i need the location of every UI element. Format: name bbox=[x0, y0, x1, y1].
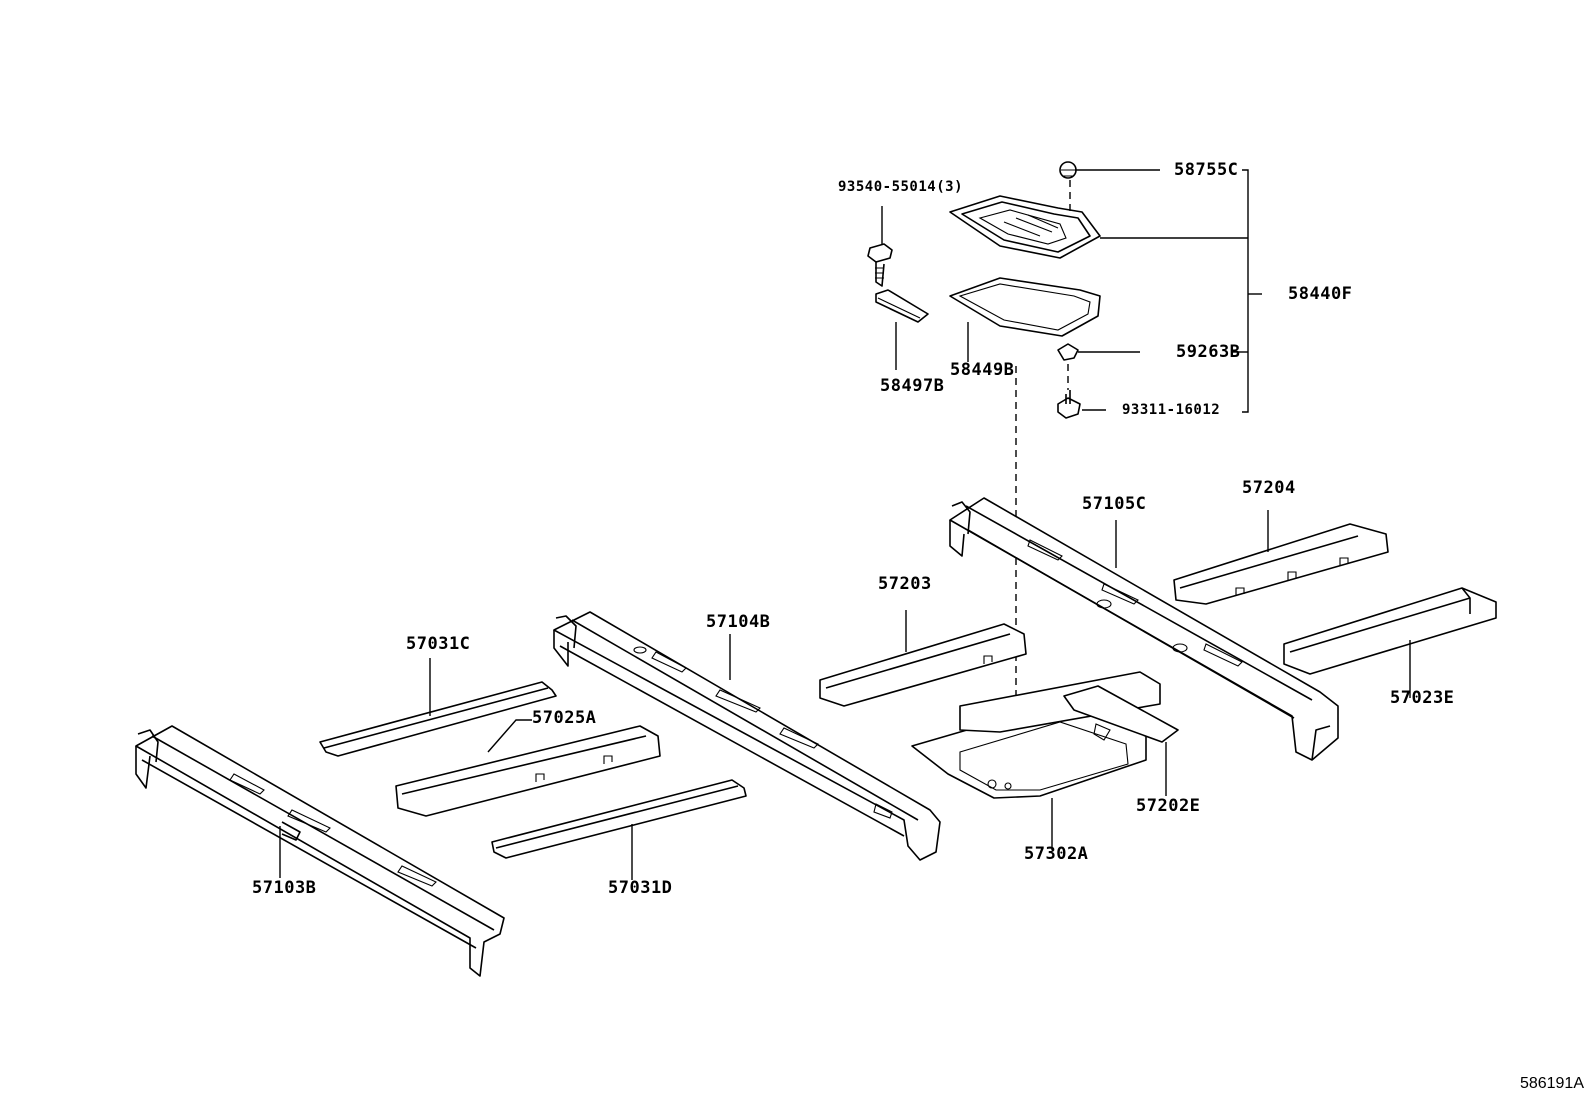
member-57025a bbox=[395, 725, 661, 817]
figure-id: 586191A bbox=[1519, 1075, 1584, 1092]
label-93311-16012: 93311-16012 bbox=[1122, 402, 1221, 418]
label-57302a: 57302A bbox=[1024, 844, 1089, 864]
screw-93540 bbox=[867, 243, 893, 287]
label-57203: 57203 bbox=[878, 574, 932, 594]
crossmember-57104b bbox=[553, 611, 941, 861]
label-57025a: 57025A bbox=[532, 708, 597, 728]
crossmember-57103b bbox=[135, 725, 505, 977]
member-57202e bbox=[1063, 685, 1179, 743]
label-57204: 57204 bbox=[1242, 478, 1296, 498]
member-57204 bbox=[1173, 523, 1389, 605]
label-58440f: 58440F bbox=[1288, 284, 1353, 304]
bolt-93311 bbox=[1057, 390, 1081, 419]
label-58497b: 58497B bbox=[880, 376, 945, 396]
clip-58497b bbox=[875, 289, 929, 323]
label-57202e: 57202E bbox=[1136, 796, 1201, 816]
panel-57302a bbox=[911, 671, 1161, 799]
plug-58755c bbox=[1059, 161, 1077, 179]
service-cover bbox=[949, 195, 1101, 259]
label-57105c: 57105C bbox=[1082, 494, 1147, 514]
member-57023e bbox=[1283, 587, 1497, 675]
label-57031c: 57031C bbox=[406, 634, 471, 654]
label-59263b: 59263B bbox=[1176, 342, 1241, 362]
label-58449b: 58449B bbox=[950, 360, 1015, 380]
label-57023e: 57023E bbox=[1390, 688, 1455, 708]
crossmember-57105c bbox=[949, 497, 1339, 761]
member-57203 bbox=[819, 623, 1027, 707]
clip-59263b bbox=[1057, 343, 1079, 361]
label-57104b: 57104B bbox=[706, 612, 771, 632]
label-57103b: 57103B bbox=[252, 878, 317, 898]
label-57031d: 57031D bbox=[608, 878, 673, 898]
gasket-58449b bbox=[949, 277, 1101, 337]
member-57031d bbox=[491, 779, 747, 859]
member-57031c bbox=[319, 681, 557, 757]
label-93540-55014: 93540-55014(3) bbox=[838, 179, 964, 195]
label-58755c: 58755C bbox=[1174, 160, 1239, 180]
